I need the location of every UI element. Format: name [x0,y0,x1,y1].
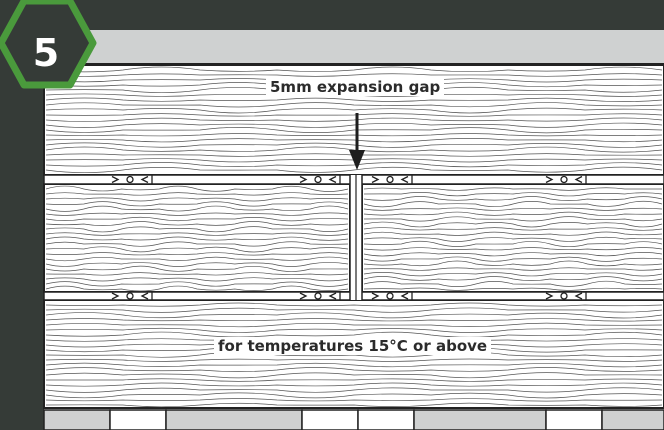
grain-line [45,322,663,328]
grain-line [45,166,663,174]
grain-line [45,113,663,117]
spacer-clip-icon [299,292,341,300]
grain-line [45,281,349,287]
spacer-clip-icon [111,175,153,184]
grain-line [45,378,663,382]
grain-line [363,280,663,287]
grain-line [45,133,663,137]
grain-line [45,256,349,262]
spacer-clip-icon [111,292,153,300]
grain-line [45,307,663,313]
grain-line [45,285,349,292]
grain-line [45,387,663,393]
spacer-clip-icon [545,292,587,300]
temperature-note: for temperatures 15°C or above [214,337,492,355]
grain-line [45,327,663,333]
expansion-gap-label: 5mm expansion gap [266,78,445,96]
grain-line [45,358,663,362]
grain-line [363,236,663,242]
grain-line [363,247,663,251]
expansion-gap [349,175,363,300]
grain-line [45,362,663,368]
grain-line [363,231,663,236]
grain-line [363,260,663,267]
grain-line [363,272,663,277]
grain-line [363,240,663,248]
grain-line [45,382,663,387]
next-plank-row [43,409,664,430]
grain-line [45,221,349,226]
grain-line [45,201,349,207]
grain-line [45,216,349,222]
spacer-clip-icon [371,175,413,184]
grain-line [363,187,662,191]
grain-line [363,276,663,282]
grain-line [45,232,349,236]
grain-line [45,331,663,338]
grain-line [45,197,349,202]
grain-line [45,185,349,192]
grain-line [45,107,663,114]
grain-line [45,226,349,233]
grain-line [45,241,349,247]
grain-line [45,117,663,122]
grain-line [363,256,663,262]
spacer-clip-icon [371,292,413,300]
grain-line [45,142,663,148]
spacer-clips [111,175,587,300]
grain-line [45,138,663,143]
grain-line [45,372,663,379]
grain-line [45,102,663,108]
grain-line [45,127,663,134]
grain-line [363,252,663,257]
grain-line [45,236,349,241]
grain-line [45,97,663,102]
grain-line [45,122,663,128]
grain-line [45,272,349,276]
grain-line [363,196,663,201]
grain-line [45,367,663,372]
grain-line [45,162,663,168]
grain-line [45,252,349,256]
grain-line [45,398,663,402]
spacer-clip-icon [545,175,587,184]
grain-line [363,227,663,231]
grain-line [45,66,663,73]
grain-line [363,216,663,222]
grain-line [363,221,663,228]
grain-line [45,73,663,77]
grain-line [45,212,349,216]
grain-line [363,207,663,211]
grain-line [363,267,663,271]
step-badge [0,0,97,89]
grain-line [45,205,349,212]
grain-line [45,262,349,267]
grain-line [363,287,663,291]
wall-rail [44,30,664,64]
grain-line [363,211,663,216]
grain-line [45,277,349,282]
grain-line [45,402,663,408]
grain-line [45,392,663,399]
grain-line [45,302,663,307]
spacer-clip-icon [299,175,341,184]
grain-line [45,312,663,319]
grain-line [45,265,349,272]
grain-line [363,192,663,197]
grain-line [45,192,349,196]
grain-line [45,246,349,253]
down-arrow-icon [349,113,365,170]
grain-line [45,351,663,358]
grain-line [45,318,663,322]
grain-line [363,200,663,208]
